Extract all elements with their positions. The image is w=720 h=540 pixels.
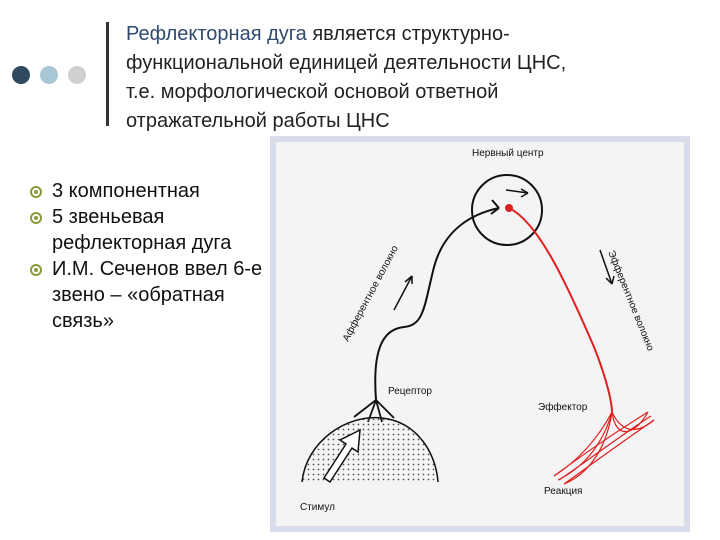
title-line-1: Рефлекторная дуга является структурно- [126,20,696,49]
reaction-label: Реакция [544,486,582,497]
center-arrow-icon [505,189,529,194]
afferent-arrow-icon [393,275,413,311]
bullet-list: 3 компонентная 5 звеньевая рефлекторная … [28,178,263,334]
decor-dots [12,66,86,84]
skin-surface [301,416,439,483]
decor-dot-dark [12,66,30,84]
reflex-arc-svg: Нервный центр Афферентное волокно Рецепт… [300,148,657,513]
bullet-text: 3 компонентная [52,180,200,202]
bullet-text: И.М. Сеченов ввел 6-е звено – «обратная … [52,258,263,332]
bullet-item: И.М. Сеченов ввел 6-е звено – «обратная … [28,256,263,334]
efferent-arrow-icon [599,249,613,285]
bullet-ring-icon [30,186,42,198]
reflex-arc-diagram: Нервный центр Афферентное волокно Рецепт… [270,136,690,532]
title-divider [106,22,109,126]
receptor-label: Рецептор [388,386,432,397]
stimulus-label: Стимул [300,502,335,513]
nerve-center-circle [471,174,543,246]
title-line-1-rest: является структурно- [306,23,510,45]
effector-muscle [553,411,655,485]
receptor-branches [353,399,395,423]
bullet-item: 5 звеньевая рефлекторная дуга [28,204,263,256]
stimulus-arrow-icon [322,428,361,484]
efferent-fiber [508,207,613,413]
slide-title: Рефлекторная дуга является структурно- ф… [126,20,696,136]
title-highlight: Рефлекторная дуга [126,23,307,45]
afferent-label: Афферентное волокно [340,243,401,343]
bullet-ring-icon [30,264,42,276]
bullet-item: 3 компонентная [28,178,263,204]
decor-dot-light-blue [40,66,58,84]
effector-label: Эффектор [538,401,588,413]
bullet-ring-icon [30,212,42,224]
nerve-center-label: Нервный центр [472,148,544,159]
afferent-fiber [374,207,500,401]
efferent-label: Эфферентное волокно [605,249,657,353]
bullet-text: 5 звеньевая рефлекторная дуга [52,206,232,254]
decor-dot-grey [68,66,86,84]
title-line-2: функциональной единицей деятельности ЦНС… [126,52,567,74]
title-line-3: т.е. морфологической основой ответной [126,81,499,103]
title-line-4: отражательной работы ЦНС [126,110,390,132]
